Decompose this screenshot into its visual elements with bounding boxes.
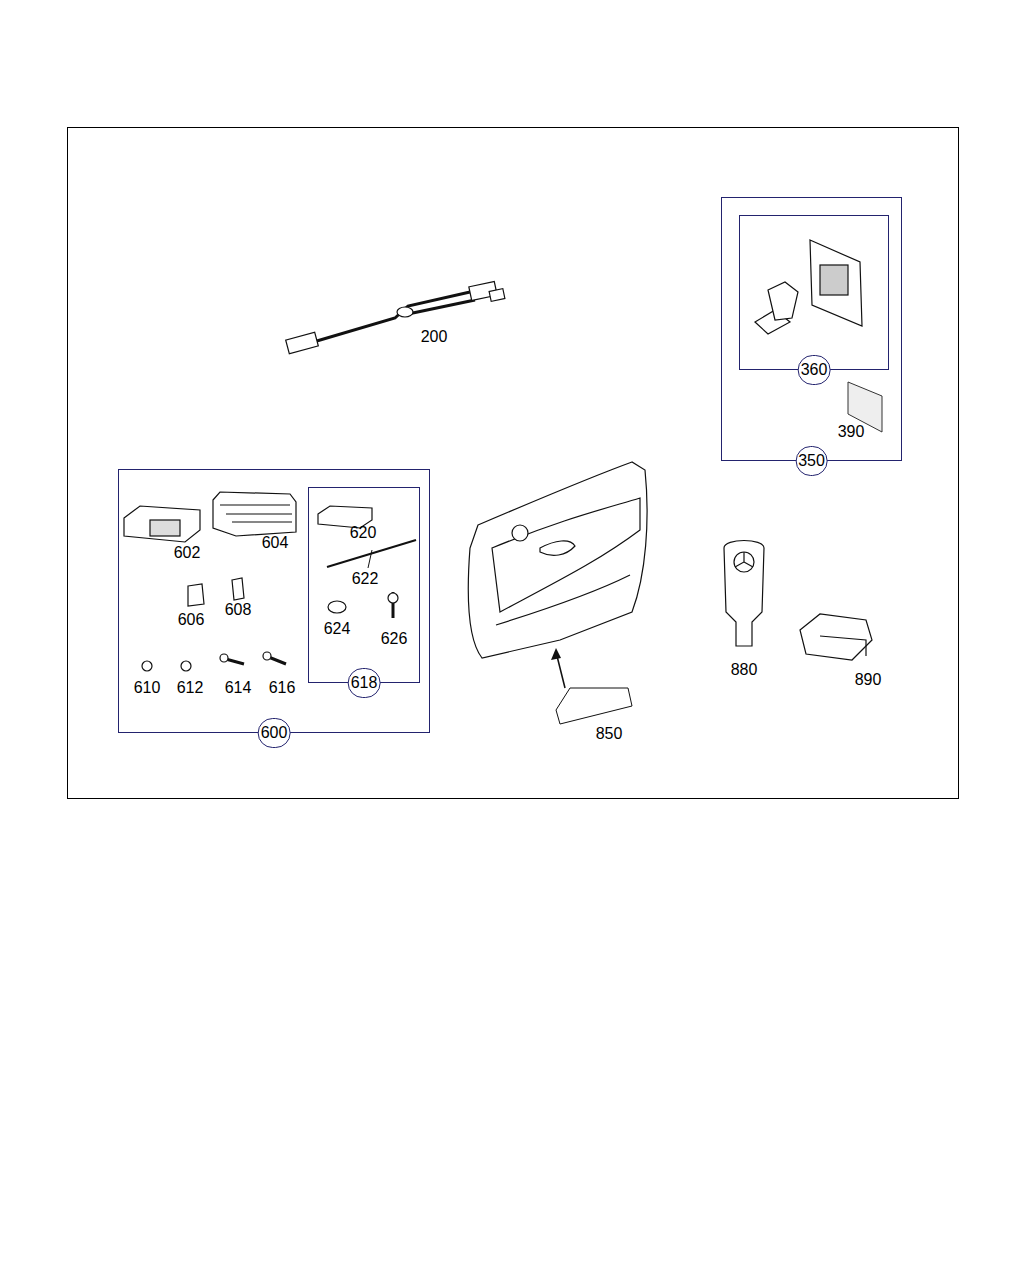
callout-number: 624 <box>324 620 351 638</box>
callout-number: 200 <box>421 328 448 346</box>
callout-number: 606 <box>178 611 205 629</box>
callout-number: 850 <box>596 725 623 743</box>
group-box: 350360 <box>721 197 902 461</box>
charger-880 <box>724 541 764 647</box>
callout-number: 626 <box>381 630 408 648</box>
leader-line <box>368 550 372 568</box>
callout-number: 390 <box>838 423 865 441</box>
group-box: 360 <box>739 215 889 370</box>
callout-number: 612 <box>177 679 204 697</box>
callout-circle: 360 <box>798 355 831 385</box>
callout-number: 622 <box>352 570 379 588</box>
modules <box>124 492 416 671</box>
callout-number: 608 <box>225 601 252 619</box>
bracket-360 <box>755 240 862 334</box>
door-panel <box>468 462 647 658</box>
callout-number: 620 <box>350 524 377 542</box>
arrow-head <box>551 648 561 660</box>
callout-circle: 600 <box>258 718 291 748</box>
callout-number: 890 <box>855 671 882 689</box>
callout-number: 614 <box>225 679 252 697</box>
callout-number: 604 <box>262 534 289 552</box>
adapter-890 <box>800 614 872 660</box>
callout-circle: 350 <box>795 446 828 476</box>
callout-number: 616 <box>269 679 296 697</box>
callout-number: 602 <box>174 544 201 562</box>
callout-number: 880 <box>731 661 758 679</box>
outer-frame <box>68 128 959 799</box>
callout-circle: 618 <box>348 668 381 698</box>
cable-200 <box>286 281 505 353</box>
handle-850 <box>556 688 632 724</box>
callout-number: 610 <box>134 679 161 697</box>
